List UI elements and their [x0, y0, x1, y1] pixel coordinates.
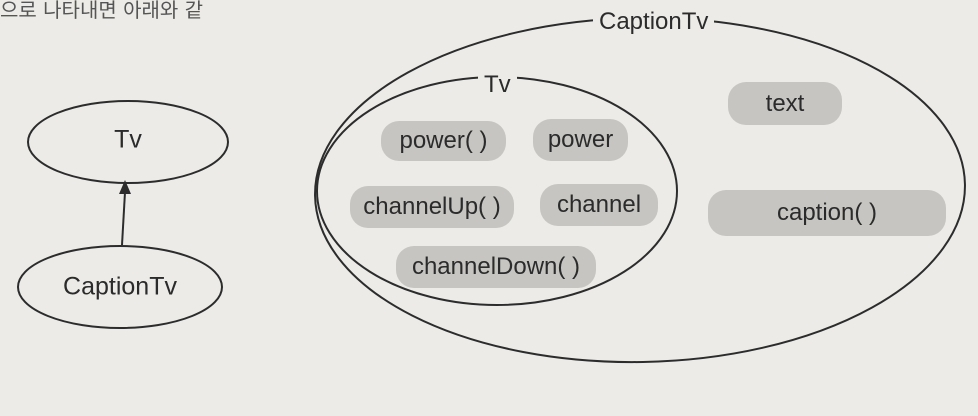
captiontv-node-label: CaptionTv [63, 272, 177, 301]
member-caption-method: caption( ) [708, 190, 946, 236]
cropped-caption-text: 으로 나타내면 아래와 같 [0, 0, 204, 22]
captiontv-node-ellipse [17, 245, 223, 329]
tv-set-label: Tv [478, 71, 517, 99]
member-channeldown-method: channelDown( ) [396, 246, 596, 288]
member-power-field: power [533, 119, 628, 161]
member-channel-field: channel [540, 184, 658, 226]
member-power-method: power( ) [381, 121, 506, 161]
tv-node-ellipse [27, 100, 229, 184]
tv-node-label: Tv [114, 125, 142, 154]
inheritance-arrow-head [119, 180, 131, 194]
captiontv-set-label: CaptionTv [593, 8, 715, 36]
inheritance-arrow-line [121, 191, 126, 246]
member-channelup-method: channelUp( ) [350, 186, 514, 228]
member-text-field: text [728, 82, 842, 125]
